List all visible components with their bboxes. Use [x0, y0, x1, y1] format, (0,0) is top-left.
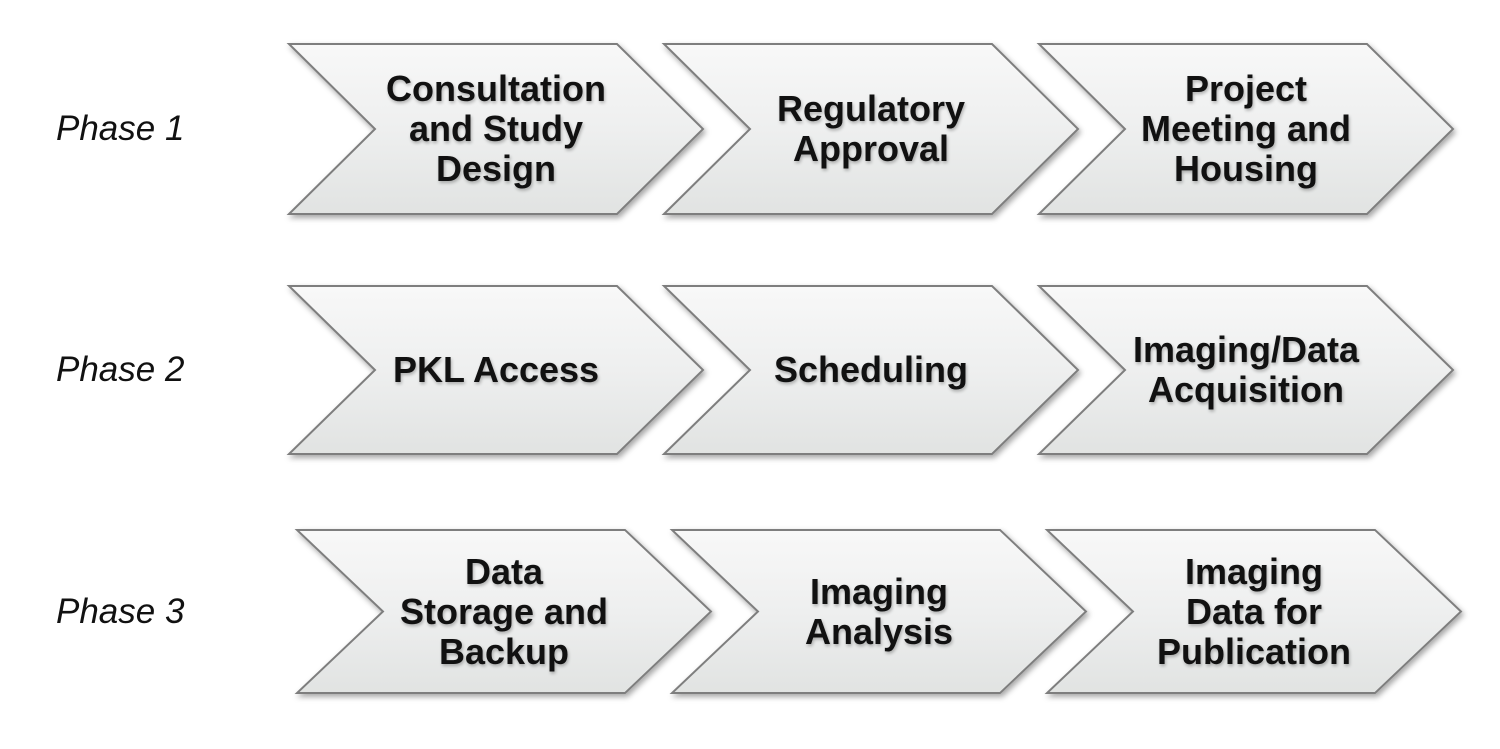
chevron-arrow-shape [286, 43, 705, 215]
phase-label: Phase 2 [56, 350, 185, 389]
process-step-label: Scheduling [773, 349, 968, 390]
chevron-arrow-shape [294, 529, 713, 694]
process-step: PKL Access [286, 285, 705, 455]
phase-label: Phase 1 [56, 109, 185, 148]
chevron-arrow-shape [669, 529, 1088, 694]
chevron-arrow-shape [1036, 43, 1455, 215]
process-step: Scheduling [661, 285, 1080, 455]
phase-label: Phase 3 [56, 591, 185, 631]
process-step-label: PKL Access [392, 349, 600, 390]
chevron-arrow-shape [661, 285, 1080, 455]
phase-row-2: Phase 2 PKL Access Scheduling Imaging/Da… [0, 285, 1500, 455]
chevron-arrow-shape [661, 43, 1080, 215]
chevron-arrow-shape [1036, 285, 1455, 455]
chevron-arrow-shape [286, 285, 705, 455]
chevron-arrow-shape [1044, 529, 1463, 694]
